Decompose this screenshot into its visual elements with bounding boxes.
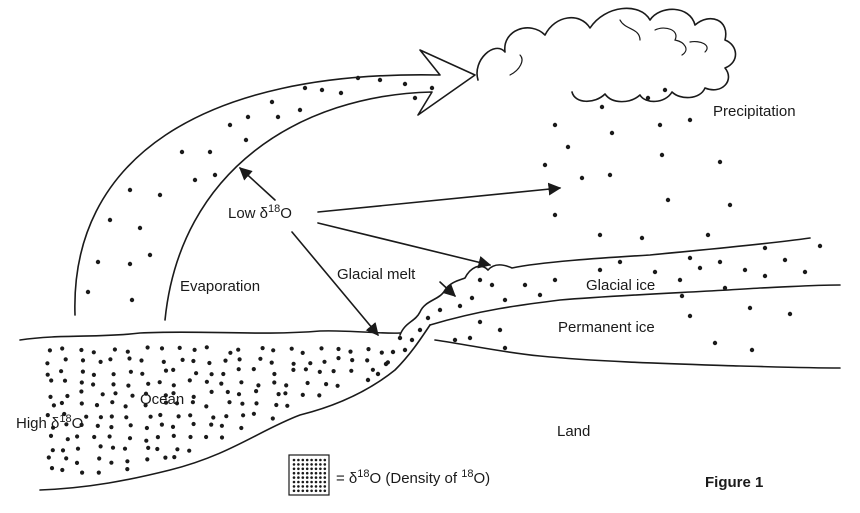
legend: = δ18O (Density of 18O) xyxy=(288,454,490,496)
ocean-surface-line xyxy=(19,330,401,341)
label-precipitation: Precipitation xyxy=(713,103,796,120)
arrow-to-glacial-melt xyxy=(291,231,379,336)
glacial-melt-pointer xyxy=(439,281,456,297)
evaporation-arrow xyxy=(74,49,476,321)
label-glacial-ice: Glacial ice xyxy=(586,277,655,294)
label-land: Land xyxy=(557,423,590,440)
glacier-surface-line xyxy=(399,237,811,336)
arrow-to-evaporation xyxy=(239,167,276,201)
arrow-to-precipitation xyxy=(317,182,562,213)
label-low-d18o: Low δ18O xyxy=(228,203,292,222)
label-permanent-ice: Permanent ice xyxy=(558,319,655,336)
ice-boundary-line xyxy=(429,284,841,326)
arrow-to-glacial-ice xyxy=(317,222,492,269)
figure-caption: Figure 1 xyxy=(705,474,763,491)
label-evaporation: Evaporation xyxy=(180,278,260,295)
label-glacial-melt: Glacial melt xyxy=(337,266,416,283)
legend-swatch-dots xyxy=(292,458,327,493)
isotope-dots xyxy=(45,75,823,475)
cloud-icon xyxy=(476,7,737,103)
permanent-ice-base-line xyxy=(434,339,841,369)
legend-swatch xyxy=(288,454,330,496)
sea-floor-line xyxy=(39,324,431,491)
label-ocean: Ocean xyxy=(140,391,184,408)
legend-text: = δ18O (Density of 18O) xyxy=(336,468,490,487)
label-high-d18o: High δ18O xyxy=(16,413,83,432)
